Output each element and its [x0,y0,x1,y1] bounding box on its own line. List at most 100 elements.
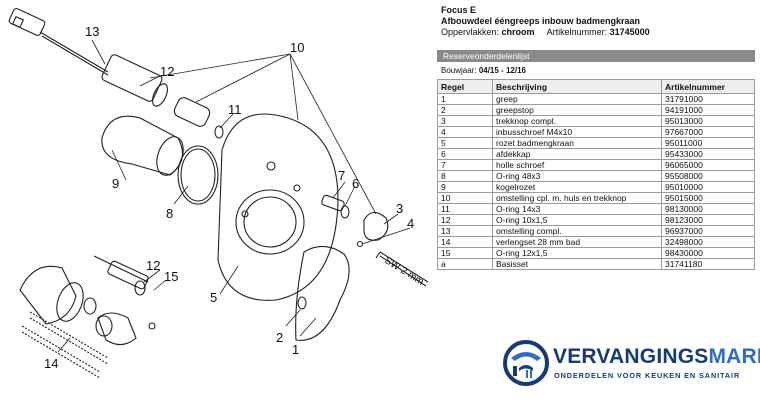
cell-artikelnummer: 31741180 [661,258,755,270]
vervangingsmarkt-logo: VERVANGINGSMARKT ONDERDELEN VOOR KEUKEN … [501,340,760,386]
cell-beschrijving: Basisset [492,258,662,270]
logo-tagline: ONDERDELEN VOOR KEUKEN EN SANITAIR [554,371,741,380]
cell-artikelnummer: 95433000 [661,148,755,160]
cell-artikelnummer: 95010000 [661,181,755,193]
logo-brand-light: MARKT [708,345,760,368]
callout-2: 2 [276,330,283,345]
diverter-cartridge-drawing [8,8,168,107]
cell-artikelnummer: 96065000 [661,159,755,171]
cell-artikelnummer: 94191000 [661,104,755,116]
sleeve-drawing [173,97,211,127]
cell-artikelnummer: 98430000 [661,247,755,259]
parts-list-panel: Focus E Afbouwdeel ééngreeps inbouw badm… [437,0,760,406]
finish-value: chroom [501,27,535,37]
extension-set-drawing [19,255,156,379]
pull-knob-drawing [363,211,389,241]
logo-brand-name: VERVANGINGSMARKT [553,345,760,369]
cell-beschrijving: trekknop compl. [492,115,662,127]
o-ring-11-drawing [214,125,224,139]
cell-artikelnummer: 95013000 [661,115,755,127]
cell-regel: 15 [437,247,493,259]
cell-regel: 1 [437,93,493,105]
callout-13: 13 [85,24,99,39]
knob-drawing [101,115,184,176]
product-name: Focus E [441,5,477,15]
callout-6: 6 [352,176,359,191]
callout-14: 14 [44,356,58,371]
callout-12-top: 12 [160,64,174,79]
cell-beschrijving: afdekkap [492,148,662,160]
cell-regel: 13 [437,225,493,237]
cell-regel: 7 [437,159,493,171]
hex-key-drawing [375,251,429,287]
cell-artikelnummer: 97667000 [661,126,755,138]
cell-beschrijving: inbusschroef M4x10 [492,126,662,138]
cell-regel: 9 [437,181,493,193]
table-header-row: Regel Beschrijving Artikelnummer [437,79,755,94]
cell-regel: 6 [437,148,493,160]
cell-artikelnummer: 31791000 [661,93,755,105]
cell-beschrijving: greepstop [492,104,662,116]
article-label: Artikelnummer: [546,27,608,37]
cell-regel: a [437,258,493,270]
cell-artikelnummer: 32498000 [661,236,755,248]
cell-regel: 5 [437,137,493,149]
cell-artikelnummer: 95011000 [661,137,755,149]
cell-beschrijving: kogelrozet [492,181,662,193]
o-ring-48-drawing [177,145,219,205]
callout-3: 3 [396,201,403,216]
bouwjaar-value: 04/15 - 12/16 [478,66,526,75]
exploded-parts-diagram: 13 10 12 11 9 8 7 6 3 4 12 15 5 2 1 14 S… [8,8,429,379]
hex-key-label: SW 2 mm [382,255,425,288]
cell-artikelnummer: 95015000 [661,192,755,204]
cell-beschrijving: O-ring 14x3 [492,203,662,215]
lever-handle-drawing [295,245,350,341]
cell-artikelnummer: 96937000 [661,225,755,237]
rosette-plate-drawing [217,113,339,301]
cell-beschrijving: O-ring 10x1,5 [492,214,662,226]
callout-5: 5 [210,290,217,305]
logo-brand-dark: VERVANGINGS [553,345,709,368]
callout-8: 8 [166,206,173,221]
bouwjaar-label: Bouwjaar: [441,66,477,75]
cell-regel: 11 [437,203,493,215]
callout-7: 7 [338,168,345,183]
grip-stop-drawing [297,296,307,310]
callout-1: 1 [292,342,299,357]
cell-beschrijving: omstelling compl. [492,225,662,237]
cell-regel: 8 [437,170,493,182]
bouwjaar-line: Bouwjaar: 04/15 - 12/16 [441,66,526,75]
cell-beschrijving: greep [492,93,662,105]
callout-12-bottom: 12 [146,258,160,273]
callout-9: 9 [112,176,119,191]
cell-beschrijving: rozet badmengkraan [492,137,662,149]
article-value: 31745000 [609,27,650,37]
finish-label: Oppervlakken: [441,27,500,37]
cell-regel: 4 [437,126,493,138]
callout-4: 4 [407,216,414,231]
cell-beschrijving: verlengset 28 mm bad [492,236,662,248]
cell-beschrijving: omstelling cpl. m. huls en trekknop [492,192,662,204]
callout-11: 11 [228,102,242,117]
cell-regel: 12 [437,214,493,226]
product-description: Afbouwdeel ééngreeps inbouw badmengkraan [441,16,641,26]
faucet-logo-icon [503,340,549,386]
cell-regel: 3 [437,115,493,127]
cell-beschrijving: O-ring 48x3 [492,170,662,182]
cell-artikelnummer: 98123000 [661,214,755,226]
